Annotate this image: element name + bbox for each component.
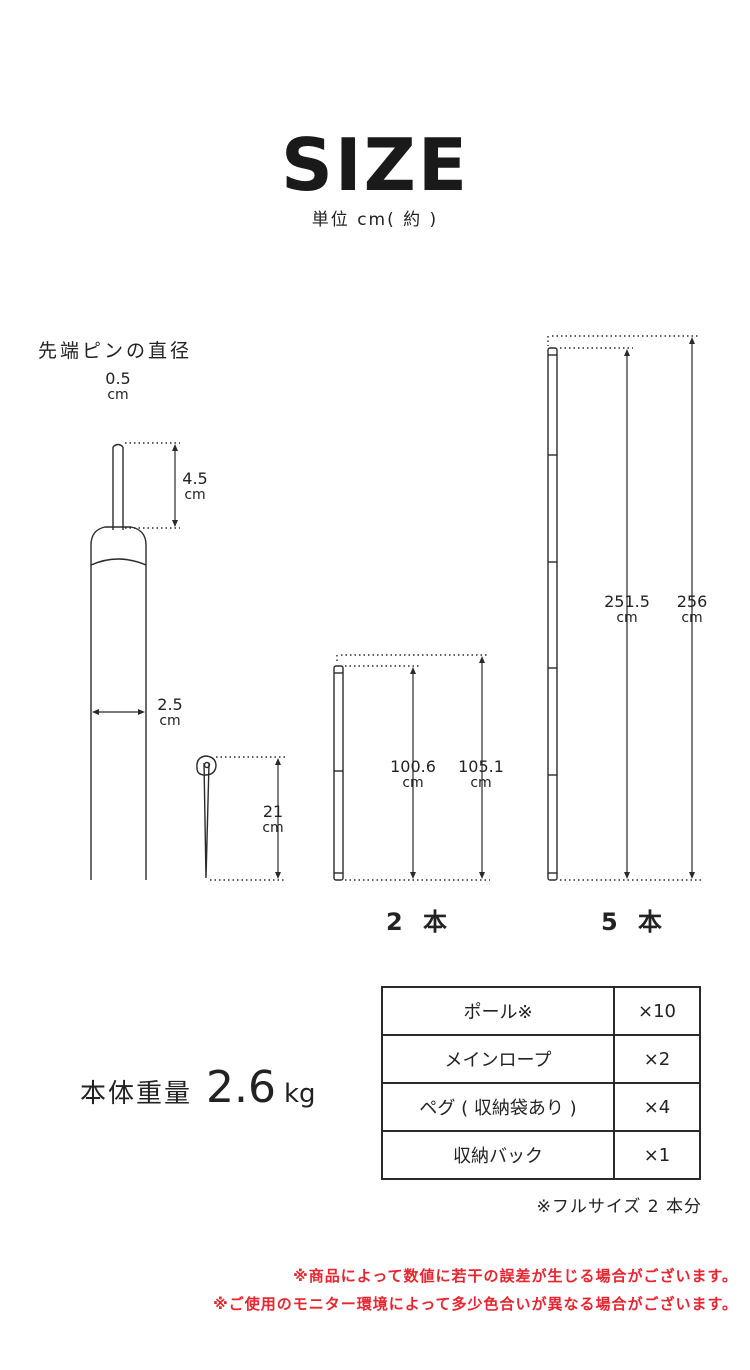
pole-2-inner-value: 100.6 xyxy=(390,757,436,776)
peg-illustration xyxy=(196,755,217,879)
table-row: 収納バック ×1 xyxy=(381,1130,701,1180)
extension-lines xyxy=(125,335,702,881)
tip-length-unit: cm xyxy=(184,487,206,503)
contents-footnote: ※フルサイズ 2 本分 xyxy=(536,1197,702,1217)
contents-qty: ×4 xyxy=(613,1082,701,1132)
pole-2-count: 2 本 xyxy=(386,908,454,936)
peg-length-label: 21 cm xyxy=(253,803,293,837)
pole-5-outer-value: 256 xyxy=(676,592,708,611)
contents-table: ポール※ ×10 メインロープ ×2 ペグ ( 収納袋あり ) ×4 収納バック… xyxy=(381,986,701,1180)
pole-2-outer-unit: cm xyxy=(470,775,492,791)
tip-pin-diameter-heading: 先端ピンの直径 xyxy=(38,340,193,362)
unit-note: 単位 cm( 約 ) xyxy=(311,210,439,230)
contents-item: ポール※ xyxy=(381,986,615,1036)
tip-diameter-value: 0.5 xyxy=(105,369,131,388)
tip-length-value: 4.5 xyxy=(182,469,208,488)
weight-value: 2.6 xyxy=(206,1062,276,1113)
pole-width-label: 2.5 cm xyxy=(148,696,192,730)
pole-5-count: 5 本 xyxy=(601,908,669,936)
tip-length-label: 4.5 cm xyxy=(175,470,215,504)
pole-width-value: 2.5 xyxy=(157,695,183,714)
dimension-arrows xyxy=(94,339,693,877)
contents-qty: ×1 xyxy=(613,1130,701,1180)
peg-length-unit: cm xyxy=(262,820,284,836)
table-row: ペグ ( 収納袋あり ) ×4 xyxy=(381,1082,701,1132)
table-row: ポール※ ×10 xyxy=(381,986,701,1036)
pole-2-illustration xyxy=(333,665,344,881)
pole-2-outer-value: 105.1 xyxy=(458,757,504,776)
pole-5-outer-label: 256 cm xyxy=(667,593,717,627)
warning-tolerance: ※商品によって数値に若干の誤差が生じる場合がございます。 xyxy=(293,1267,738,1285)
table-row: メインロープ ×2 xyxy=(381,1034,701,1084)
contents-item: メインロープ xyxy=(381,1034,615,1084)
pole-5-outer-unit: cm xyxy=(681,610,703,626)
pole-tip-illustration xyxy=(90,443,147,880)
warning-color: ※ご使用のモニター環境によって多少色合いが異なる場合がございます。 xyxy=(213,1295,738,1313)
tip-diameter-unit: cm xyxy=(107,387,129,403)
weight-unit: kg xyxy=(284,1079,316,1109)
pole-width-unit: cm xyxy=(159,713,181,729)
weight-label: 本体重量 xyxy=(80,1079,193,1109)
contents-qty: ×2 xyxy=(613,1034,701,1084)
pole-2-inner-unit: cm xyxy=(402,775,424,791)
arrow-heads xyxy=(92,337,695,879)
weight-block: 本体重量 2.6 kg xyxy=(80,1062,316,1113)
contents-item: 収納バック xyxy=(381,1130,615,1180)
pole-2-outer-label: 105.1 cm xyxy=(452,758,510,792)
page-title: SIZE xyxy=(280,123,470,207)
contents-item: ペグ ( 収納袋あり ) xyxy=(381,1082,615,1132)
pole-5-inner-label: 251.5 cm xyxy=(598,593,656,627)
contents-qty: ×10 xyxy=(613,986,701,1036)
peg-length-value: 21 xyxy=(262,802,284,821)
pole-2-inner-label: 100.6 cm xyxy=(384,758,442,792)
tip-diameter-label: 0.5 cm xyxy=(98,370,138,404)
pole-5-inner-value: 251.5 xyxy=(604,592,650,611)
pole-5-illustration xyxy=(547,347,558,881)
pole-5-inner-unit: cm xyxy=(616,610,638,626)
